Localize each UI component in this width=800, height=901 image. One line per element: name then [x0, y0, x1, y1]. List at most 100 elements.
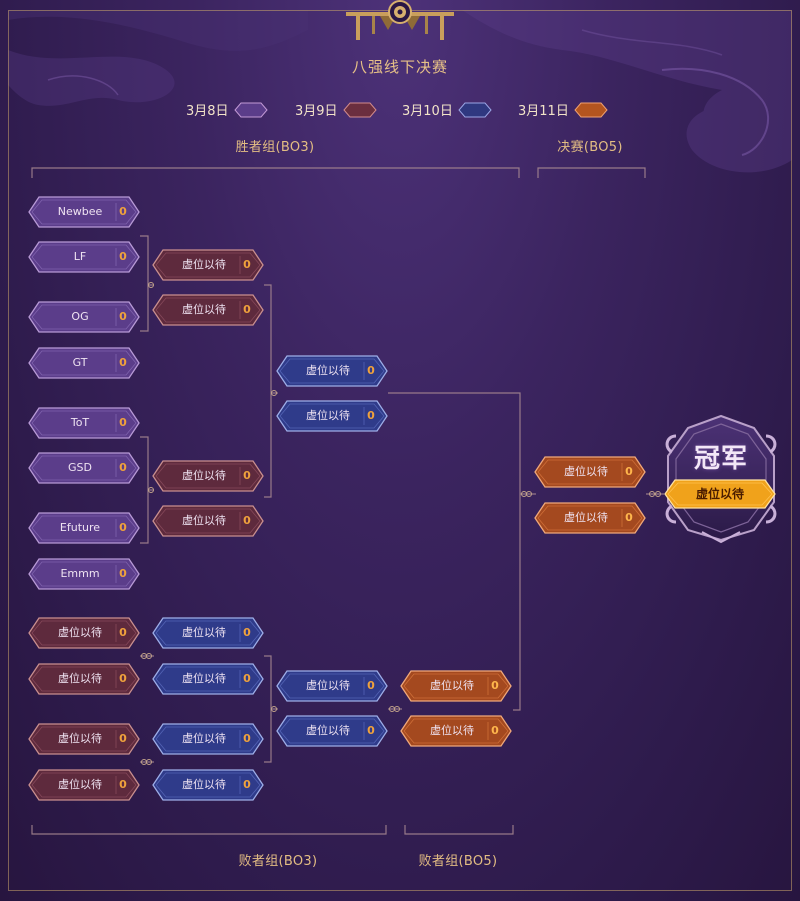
team-slot-frame-icon — [28, 347, 140, 379]
team-score: 0 — [119, 778, 127, 791]
team-name: 虚位以待 — [306, 409, 350, 422]
legend-swatch-icon — [233, 102, 268, 117]
team-slot-frame-icon — [152, 723, 264, 755]
team-score: 0 — [243, 626, 251, 639]
winners-r1-slot[interactable]: Efuture 0 — [28, 512, 140, 544]
winners-r2-slot[interactable]: 虚位以待 0 — [152, 294, 264, 326]
team-name: 虚位以待 — [306, 724, 350, 737]
team-slot-frame-icon — [152, 505, 264, 537]
team-score: 0 — [243, 258, 251, 271]
team-score: 0 — [625, 465, 633, 478]
team-name: OG — [71, 310, 89, 323]
team-slot-frame-icon — [28, 196, 140, 228]
team-slot-frame-icon — [276, 400, 388, 432]
team-slot-frame-icon — [400, 670, 512, 702]
cloud-decoration-right — [462, 10, 792, 173]
losers-r1-slot[interactable]: 虚位以待 0 — [28, 663, 140, 695]
losers-r2-slot[interactable]: 虚位以待 0 — [152, 769, 264, 801]
team-name: 虚位以待 — [306, 364, 350, 377]
team-slot-frame-icon — [152, 663, 264, 695]
team-score: 0 — [367, 409, 375, 422]
team-name: 虚位以待 — [182, 626, 226, 639]
team-slot-frame-icon — [152, 460, 264, 492]
team-slot-frame-icon — [28, 617, 140, 649]
team-name: 虚位以待 — [182, 778, 226, 791]
legend-swatch-icon — [342, 102, 377, 117]
losers-r2-slot[interactable]: 虚位以待 0 — [152, 617, 264, 649]
team-score: 0 — [119, 416, 127, 429]
losers-bracket-bo5-label: 败者组(BO5) — [418, 854, 498, 869]
team-name: 虚位以待 — [306, 679, 350, 692]
team-slot-frame-icon — [534, 502, 646, 534]
losers-r3-slot[interactable]: 虚位以待 0 — [276, 715, 388, 747]
team-score: 0 — [119, 521, 127, 534]
legend-label: 3月11日 — [518, 104, 569, 119]
team-name: Emmm — [60, 567, 100, 580]
team-score: 0 — [119, 205, 127, 218]
team-name: 虚位以待 — [182, 258, 226, 271]
champion-team-slot[interactable]: 虚位以待 — [664, 479, 776, 509]
team-name: ToT — [70, 416, 90, 429]
team-score: 0 — [625, 511, 633, 524]
team-score: 0 — [119, 672, 127, 685]
team-score: 0 — [367, 679, 375, 692]
team-slot-frame-icon — [152, 294, 264, 326]
team-slot-frame-icon — [152, 249, 264, 281]
team-score: 0 — [367, 724, 375, 737]
team-name: Efuture — [59, 521, 101, 534]
team-name: 虚位以待 — [58, 672, 102, 685]
legend-label: 3月10日 — [402, 104, 453, 119]
team-score: 0 — [119, 567, 127, 580]
winners-r1-slot[interactable]: GT 0 — [28, 347, 140, 379]
losers-r3-slot[interactable]: 虚位以待 0 — [276, 670, 388, 702]
team-score: 0 — [119, 356, 127, 369]
team-slot-frame-icon — [28, 769, 140, 801]
team-name: 虚位以待 — [430, 724, 474, 737]
winners-r1-slot[interactable]: Emmm 0 — [28, 558, 140, 590]
champion-emblem-icon — [665, 414, 777, 544]
page-title: 八强线下决赛 — [351, 58, 448, 76]
team-name: GT — [72, 356, 88, 369]
winners-r2-slot[interactable]: 虚位以待 0 — [152, 505, 264, 537]
team-slot-frame-icon — [152, 769, 264, 801]
losers-r2-slot[interactable]: 虚位以待 0 — [152, 663, 264, 695]
team-score: 0 — [119, 626, 127, 639]
team-name: 虚位以待 — [182, 672, 226, 685]
team-name: 虚位以待 — [182, 303, 226, 316]
team-score: 0 — [243, 303, 251, 316]
team-score: 0 — [243, 514, 251, 527]
winners-r2-slot[interactable]: 虚位以待 0 — [152, 249, 264, 281]
winners-r1-slot[interactable]: ToT 0 — [28, 407, 140, 439]
team-slot-frame-icon — [28, 512, 140, 544]
winners-r1-slot[interactable]: OG 0 — [28, 301, 140, 333]
team-slot-frame-icon — [276, 670, 388, 702]
legend-swatch-icon — [458, 102, 492, 117]
date-legend-item: 3月10日 — [402, 100, 492, 119]
champion-emblem: 冠军 — [662, 412, 780, 544]
winners-final-slot[interactable]: 虚位以待 0 — [276, 400, 388, 432]
team-score: 0 — [243, 778, 251, 791]
top-ornament — [346, 0, 454, 40]
team-score: 0 — [243, 732, 251, 745]
team-name: 虚位以待 — [182, 514, 226, 527]
legend-label: 3月9日 — [295, 104, 338, 119]
team-name: LF — [73, 250, 87, 263]
team-score: 0 — [119, 310, 127, 323]
team-score: 0 — [243, 672, 251, 685]
champion-title: 冠军 — [693, 444, 748, 474]
team-slot-frame-icon — [28, 723, 140, 755]
